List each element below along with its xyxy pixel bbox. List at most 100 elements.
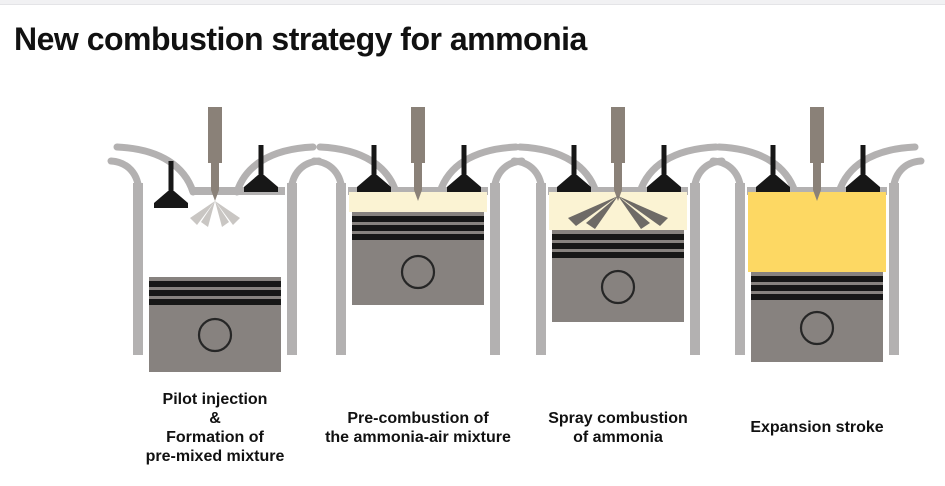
stage-expansion-stroke: Expansion stroke bbox=[707, 95, 927, 436]
stage-caption-line: pre-mixed mixture bbox=[145, 447, 285, 465]
injector-body bbox=[611, 107, 625, 163]
mixture-fill bbox=[349, 192, 487, 212]
intake-valve-head bbox=[357, 175, 391, 187]
pilot-spray bbox=[190, 201, 215, 225]
exhaust-valve-seat bbox=[244, 187, 278, 192]
stage-caption-line: Formation of bbox=[166, 428, 264, 446]
piston-ring bbox=[149, 281, 281, 287]
stage-caption-line: Pilot injection bbox=[162, 390, 268, 408]
stage-caption-line: Spray combustion bbox=[548, 409, 688, 427]
piston-ring bbox=[552, 243, 684, 249]
ammonia-spray bbox=[568, 196, 618, 226]
exhaust-valve-head bbox=[846, 175, 880, 187]
engine-svg bbox=[107, 107, 323, 372]
engine-cylinder-illustration bbox=[308, 95, 528, 395]
injector-tip bbox=[614, 190, 622, 201]
cylinder-wall-right bbox=[287, 183, 297, 355]
piston-pin bbox=[400, 254, 436, 290]
piston-ring bbox=[352, 225, 484, 231]
piston-ring bbox=[149, 299, 281, 305]
stage-caption-line: the ammonia-air mixture bbox=[325, 428, 511, 446]
ammonia-spray bbox=[618, 196, 650, 229]
intake-valve-seat bbox=[756, 187, 790, 192]
page-title: New combustion strategy for ammonia bbox=[14, 21, 587, 57]
injector-nozzle bbox=[211, 161, 219, 190]
cylinder-wall-left bbox=[735, 183, 745, 355]
head-flange-right bbox=[889, 157, 925, 198]
piston-ring bbox=[751, 285, 883, 291]
piston-pin bbox=[799, 310, 835, 346]
piston-ring bbox=[352, 216, 484, 222]
ammonia-spray bbox=[618, 196, 668, 226]
piston-pin bbox=[197, 317, 233, 353]
injector-nozzle bbox=[813, 161, 821, 190]
intake-valve-stem bbox=[571, 145, 577, 177]
stage-caption-line: Expansion stroke bbox=[750, 419, 884, 436]
intake-valve-stem bbox=[770, 145, 776, 177]
intake-valve-seat bbox=[557, 187, 591, 192]
cylinder-wall-right bbox=[889, 183, 899, 355]
piston-ring bbox=[352, 234, 484, 240]
exhaust-valve-head bbox=[244, 175, 278, 187]
intake-valve-head bbox=[756, 175, 790, 187]
intake-valve-head bbox=[154, 191, 188, 203]
head-flange-left bbox=[310, 157, 346, 198]
cylinder-wall-left bbox=[536, 183, 546, 355]
stage-caption-line: Pre-combustion of bbox=[347, 409, 489, 427]
injector-nozzle bbox=[614, 161, 622, 190]
pilot-spray bbox=[215, 201, 229, 227]
head-flange-left bbox=[107, 157, 143, 198]
injector-tip bbox=[813, 190, 821, 201]
intake-valve-stem bbox=[371, 145, 377, 177]
engine-cylinder-illustration bbox=[508, 95, 728, 395]
pilot-spray bbox=[201, 201, 215, 227]
intake-valve-head bbox=[557, 175, 591, 187]
exhaust-valve-stem bbox=[258, 145, 264, 177]
exhaust-valve-head bbox=[647, 175, 681, 187]
head-dome-left bbox=[516, 143, 600, 196]
cylinder-wall-right bbox=[690, 183, 700, 355]
engine-cylinder-illustration bbox=[707, 95, 927, 395]
intake-valve-stem bbox=[168, 161, 174, 193]
exhaust-valve-stem bbox=[860, 145, 866, 177]
engine-cylinder-illustration bbox=[105, 95, 325, 395]
mixture-fill bbox=[748, 192, 886, 272]
injector-body bbox=[810, 107, 824, 163]
cylinder-wall-left bbox=[133, 183, 143, 355]
cylinder-wall-right bbox=[490, 183, 500, 355]
exhaust-valve-seat bbox=[447, 187, 481, 192]
piston-ring bbox=[552, 234, 684, 240]
ammonia-spray bbox=[586, 196, 618, 229]
intake-valve-seat bbox=[357, 187, 391, 192]
exhaust-valve-stem bbox=[661, 145, 667, 177]
engine-svg bbox=[510, 107, 726, 355]
engine-svg bbox=[709, 107, 925, 362]
pilot-spray bbox=[215, 201, 240, 225]
stage-caption: Expansion stroke bbox=[707, 385, 927, 470]
injector-nozzle bbox=[414, 161, 422, 190]
piston-ring bbox=[751, 276, 883, 282]
injector-body bbox=[411, 107, 425, 163]
stage-caption-line: & bbox=[209, 409, 221, 427]
exhaust-valve-stem bbox=[461, 145, 467, 177]
exhaust-valve-seat bbox=[647, 187, 681, 192]
stage-caption-line: of ammonia bbox=[573, 428, 663, 446]
injector-body bbox=[208, 107, 222, 163]
head-dome-left bbox=[715, 143, 799, 196]
head-dome-left bbox=[316, 143, 400, 196]
head-deck bbox=[193, 187, 285, 195]
injector-tip bbox=[414, 190, 422, 201]
piston-pin bbox=[600, 269, 636, 305]
cylinder-wall-left bbox=[336, 183, 346, 355]
piston-ring bbox=[149, 290, 281, 296]
piston-ring bbox=[751, 294, 883, 300]
intake-valve-seat bbox=[154, 203, 188, 208]
head-flange-left bbox=[709, 157, 745, 198]
head-flange-left bbox=[510, 157, 546, 198]
exhaust-valve-head bbox=[447, 175, 481, 187]
